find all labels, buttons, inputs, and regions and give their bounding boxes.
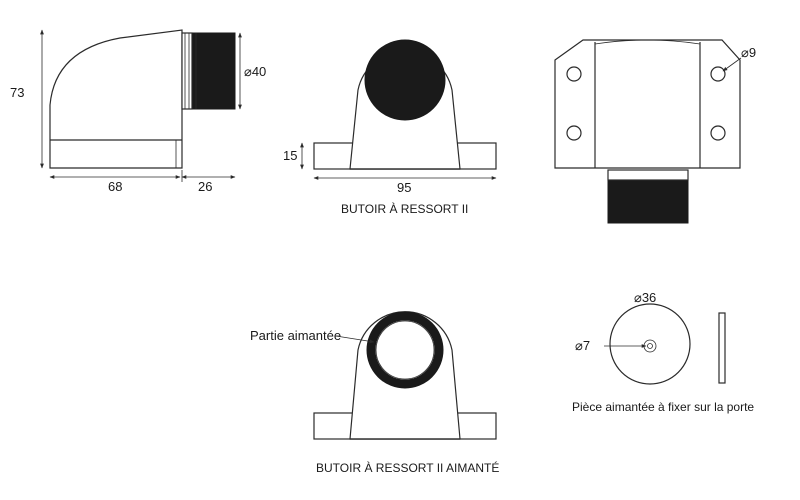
model-magnetic-caption: BUTOIR À RESSORT II AIMANTÉ — [316, 460, 499, 475]
base-width-label: 95 — [397, 180, 411, 195]
height-total-label: 73 — [10, 85, 24, 100]
door-plate-view: ⌀36 ⌀7 Pièce aimantée à fixer sur la por… — [572, 290, 754, 414]
model-spring-caption: BUTOIR À RESSORT II — [341, 201, 468, 216]
top-view: ⌀9 — [554, 39, 756, 224]
magnetic-ring-icon — [366, 311, 444, 389]
magnetic-part-label: Partie aimantée — [250, 328, 341, 343]
magnetic-view: Partie aimantée BUTOIR À RESSORT II AIMA… — [250, 311, 499, 475]
side-view: 73 ⌀40 68 26 — [10, 29, 266, 194]
bumper-length-label: 26 — [198, 179, 212, 194]
front-view: 15 95 BUTOIR À RESSORT II — [283, 39, 497, 216]
center-hole-diameter-label: ⌀7 — [575, 338, 590, 353]
rubber-bumper-icon — [364, 39, 446, 121]
door-plate-icon — [609, 303, 691, 385]
door-plate-caption: Pièce aimantée à fixer sur la porte — [572, 400, 754, 414]
base-length-label: 68 — [108, 179, 122, 194]
plate-diameter-label: ⌀36 — [634, 290, 656, 305]
base-height-label: 15 — [283, 148, 297, 163]
hole-diameter-label: ⌀9 — [741, 45, 756, 60]
bumper-diameter-label: ⌀40 — [244, 64, 266, 79]
